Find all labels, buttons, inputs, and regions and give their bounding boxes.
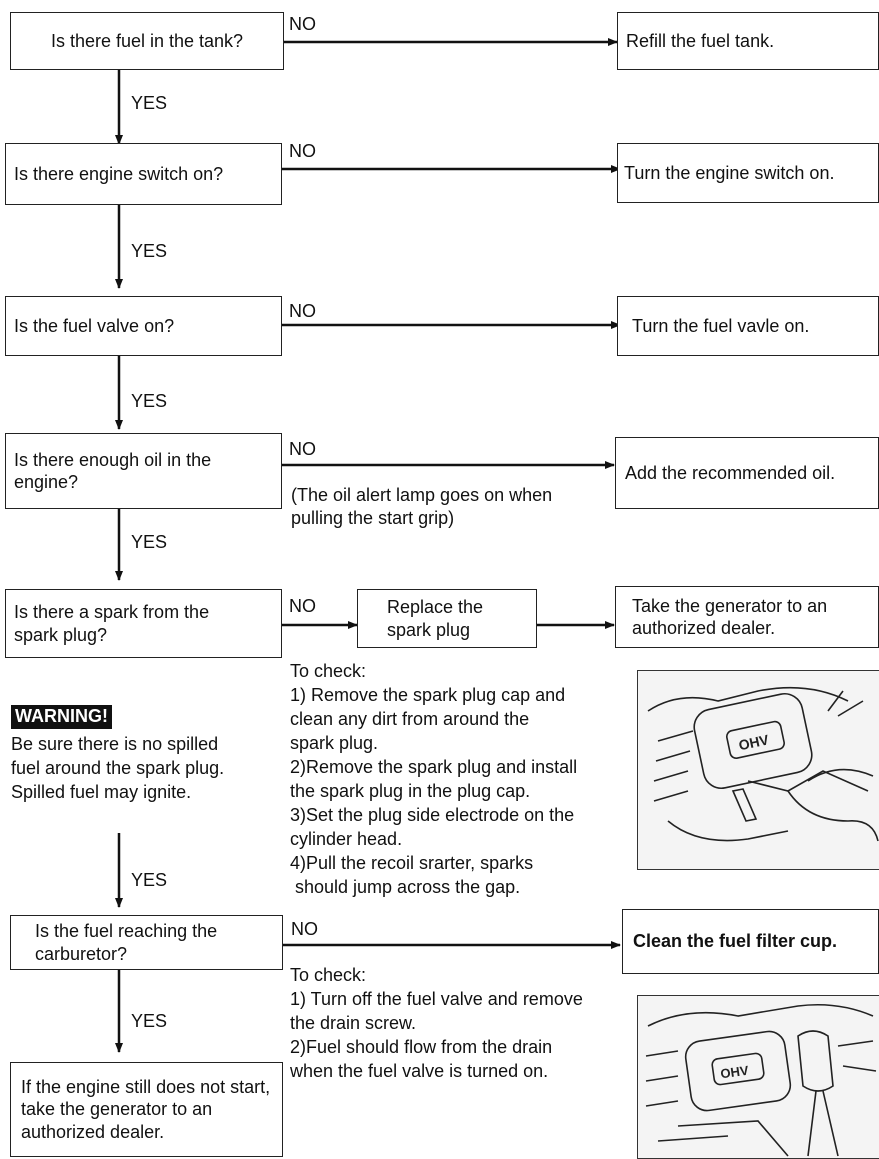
action-take-to-dealer: Take the generator to an authorized deal…	[615, 586, 879, 648]
question-fuel-in-tank-text: Is there fuel in the tank?	[50, 30, 244, 51]
question-spark: Is there a spark from the spark plug?	[5, 589, 282, 658]
yes-label-2: YES	[131, 241, 168, 261]
oil-alert-note-line-1: (The oil alert lamp goes on when	[291, 485, 553, 505]
question-fuel-in-tank: Is there fuel in the tank?	[10, 12, 284, 70]
question-spark-text: Is there a spark from the spark plug?	[14, 602, 210, 645]
no-label-1: NO	[289, 14, 316, 34]
spark-check-line: 2)Remove the spark plug and install	[290, 757, 578, 777]
question-fuel-valve: Is the fuel valve on?	[5, 296, 282, 356]
spark-check-line: should jump across the gap.	[290, 877, 521, 897]
action-replace-spark-plug-text: Replace the spark plug	[387, 597, 484, 640]
fuel-check-heading: To check:	[290, 965, 367, 985]
question-enough-oil-text: Is there enough oil in the engine?	[14, 449, 212, 493]
fuel-check-line: 1) Turn off the fuel valve and remove	[290, 989, 583, 1009]
no-label-6: NO	[291, 919, 318, 939]
spark-check-line: 1) Remove the spark plug cap and	[290, 685, 566, 705]
spark-check-line: 4)Pull the recoil srarter, sparks	[290, 853, 534, 873]
final-take-to-dealer-text: If the engine still does not start, take…	[21, 1076, 271, 1142]
action-replace-spark-plug: Replace the spark plug	[357, 589, 537, 648]
action-add-oil-text: Add the recommended oil.	[625, 462, 836, 483]
spark-check-heading: To check:	[290, 661, 367, 681]
yes-label-6: YES	[131, 1011, 168, 1031]
action-refill-fuel: Refill the fuel tank.	[617, 12, 879, 70]
fuel-check-line: the drain screw.	[290, 1013, 417, 1033]
spark-check-line: the spark plug in the plug cap.	[290, 781, 531, 801]
action-add-oil: Add the recommended oil.	[615, 437, 879, 509]
no-label-3: NO	[289, 301, 316, 321]
question-fuel-carburetor: Is the fuel reaching the carburetor?	[10, 915, 283, 970]
warning-line: Be sure there is no spilled	[11, 734, 219, 754]
spark-check-line: clean any dirt from around the	[290, 709, 530, 729]
yes-label-5: YES	[131, 870, 168, 890]
no-label-2: NO	[289, 141, 316, 161]
yes-label-4: YES	[131, 532, 168, 552]
action-engine-switch-on: Turn the engine switch on.	[617, 143, 879, 203]
fuel-check-line: when the fuel valve is turned on.	[290, 1061, 549, 1081]
question-enough-oil: Is there enough oil in the engine?	[5, 433, 282, 509]
warning-line: Spilled fuel may ignite.	[11, 782, 192, 802]
warning-line: fuel around the spark plug.	[11, 758, 225, 778]
no-label-5: NO	[289, 596, 316, 616]
action-refill-fuel-text: Refill the fuel tank.	[626, 30, 775, 51]
spark-plug-photo: OHV	[637, 670, 879, 870]
action-fuel-valve-on-text: Turn the fuel vavle on.	[632, 315, 810, 336]
question-engine-switch: Is there engine switch on?	[5, 143, 282, 205]
no-label-4: NO	[289, 439, 316, 459]
engine-illustration-2: OHV	[638, 996, 879, 1158]
fuel-check-line: 2)Fuel should flow from the drain	[290, 1037, 553, 1057]
action-fuel-valve-on: Turn the fuel vavle on.	[617, 296, 879, 356]
spark-check-line: 3)Set the plug side electrode on the	[290, 805, 575, 825]
yes-label-1: YES	[131, 93, 168, 113]
action-clean-fuel-filter-text: Clean the fuel filter cup.	[633, 931, 838, 952]
question-fuel-valve-text: Is the fuel valve on?	[14, 315, 175, 336]
oil-alert-note-line-2: pulling the start grip)	[291, 508, 455, 528]
action-clean-fuel-filter: Clean the fuel filter cup.	[622, 909, 879, 974]
question-fuel-carburetor-text: Is the fuel reaching the carburetor?	[35, 921, 218, 964]
spark-check-line: cylinder head.	[290, 829, 403, 849]
warning-badge: WARNING!	[11, 705, 112, 729]
final-take-to-dealer: If the engine still does not start, take…	[10, 1062, 283, 1157]
action-take-to-dealer-text: Take the generator to an authorized deal…	[632, 595, 828, 639]
action-engine-switch-on-text: Turn the engine switch on.	[624, 162, 835, 183]
question-engine-switch-text: Is there engine switch on?	[14, 163, 224, 184]
engine-illustration-1: OHV	[638, 671, 879, 869]
yes-label-3: YES	[131, 391, 168, 411]
engine-mark-label: OHV	[737, 731, 771, 753]
spark-check-line: spark plug.	[290, 733, 379, 753]
fuel-filter-photo: OHV	[637, 995, 879, 1159]
engine-mark-label: OHV	[719, 1063, 749, 1082]
